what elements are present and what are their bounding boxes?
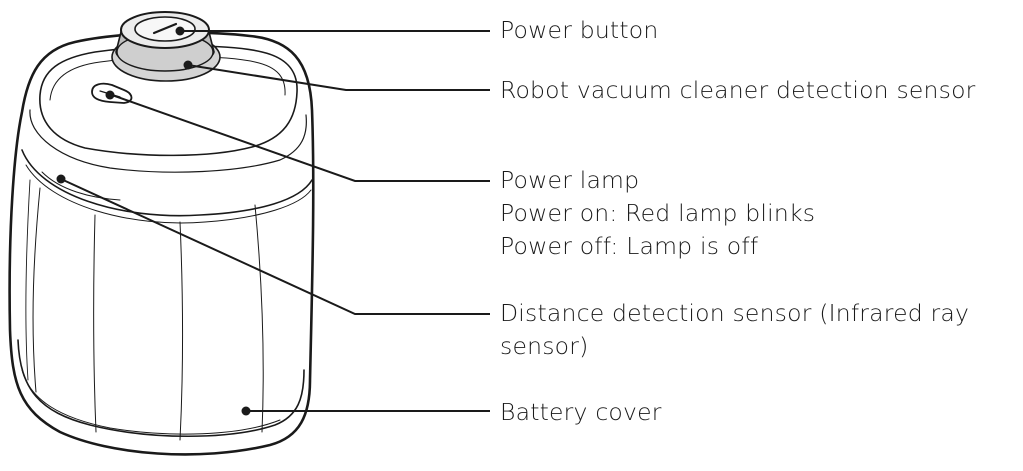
device-cap-band [21, 149, 313, 217]
callout-power-lamp-title: Power lamp [500, 166, 640, 194]
callout-distance-sensor-line-1: Distance detection sensor (Infrared ray [500, 299, 970, 327]
device-top-lid-edge [29, 109, 307, 173]
device-top-lid [39, 45, 298, 157]
distance-sensor-window [41, 171, 121, 201]
device-panel-seam-right-2 [254, 204, 264, 433]
dot-battery-cover [241, 406, 251, 416]
device-panel-seam-left [32, 187, 41, 393]
callout-dots [56, 26, 251, 416]
callout-power-lamp: Power lamp Power on: Red lamp blinks Pow… [500, 164, 815, 263]
device-panel-seam-middle [93, 214, 97, 433]
leader-robot-sensor [187, 64, 490, 91]
callout-power-lamp-on: Power on: Red lamp blinks [500, 199, 816, 227]
device-cap-band-inner [25, 164, 312, 224]
callout-power-button-text: Power button [500, 16, 659, 44]
device-illustration [8, 11, 315, 456]
callout-battery-cover: Battery cover [500, 396, 662, 429]
callout-power-button: Power button [500, 14, 658, 47]
device-bottom-rim-inner [21, 369, 281, 435]
device-panel-seam-right [179, 221, 184, 441]
leader-distance-sensor [60, 178, 490, 315]
dot-distance-sensor [56, 174, 66, 184]
callout-battery-cover-text: Battery cover [500, 398, 662, 426]
dot-power-button [175, 26, 185, 36]
power-button-slot-icon [152, 22, 178, 35]
callout-power-lamp-off: Power off: Lamp is off [500, 232, 759, 260]
leader-power-lamp [111, 94, 490, 182]
callout-robot-sensor: Robot vacuum cleaner detection sensor [500, 74, 976, 107]
callout-distance-sensor: Distance detection sensor (Infrared ray … [500, 297, 969, 363]
dot-robot-sensor [183, 60, 193, 70]
device-panel-seam-left-2 [25, 179, 31, 381]
dot-power-lamp [105, 90, 115, 100]
callout-leaders [60, 30, 490, 412]
callout-distance-sensor-line-2: sensor) [500, 332, 589, 360]
callout-robot-sensor-text: Robot vacuum cleaner detection sensor [500, 76, 976, 104]
device-bottom-rim [17, 339, 305, 438]
